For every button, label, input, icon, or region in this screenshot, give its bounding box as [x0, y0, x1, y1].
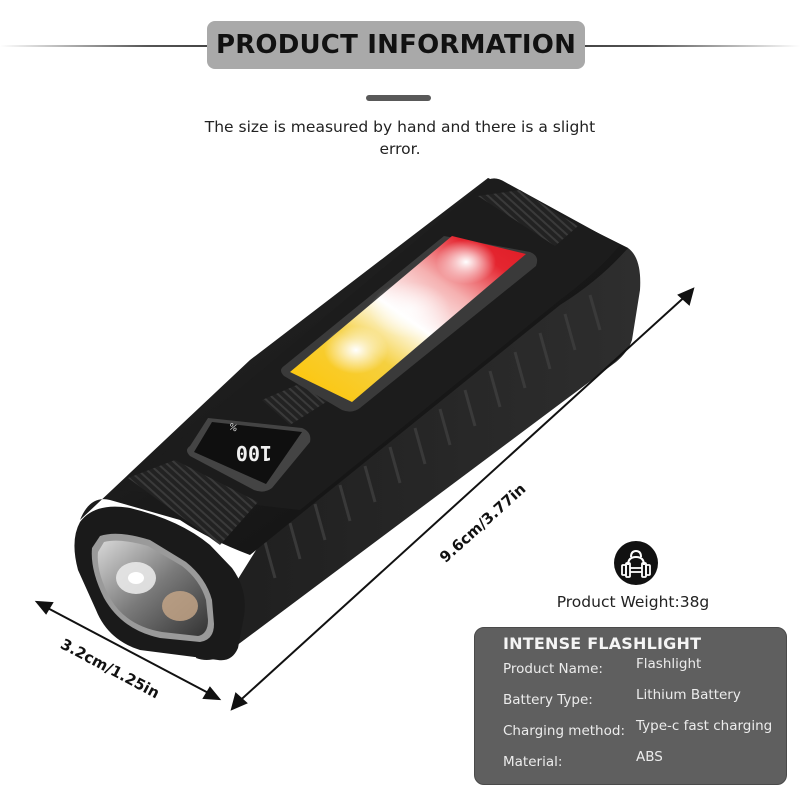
title-banner: PRODUCT INFORMATION — [207, 21, 585, 69]
spec-row-battery-type: Battery Type: Lithium Battery — [503, 687, 786, 719]
spec-row-product-name: Product Name: Flashlight — [503, 656, 786, 688]
spec-card: INTENSE FLASHLIGHT Product Name: Flashli… — [474, 627, 787, 785]
measurement-note: The size is measured by hand and there i… — [204, 118, 596, 158]
spec-value: Flashlight — [636, 656, 702, 672]
svg-text:%: % — [228, 420, 240, 432]
spec-row-charging-method: Charging method: Type-c fast charging — [503, 718, 786, 750]
spec-key: Material: — [503, 754, 563, 770]
page-title: PRODUCT INFORMATION — [215, 30, 577, 60]
spec-key: Charging method: — [503, 723, 625, 739]
spec-key: Battery Type: — [503, 692, 593, 708]
title-divider-right — [582, 45, 800, 47]
spec-value: Type-c fast charging — [636, 718, 773, 734]
title-divider-left — [0, 45, 210, 47]
spec-row-material: Material: ABS — [503, 749, 786, 781]
spec-card-title: INTENSE FLASHLIGHT — [503, 634, 702, 653]
dumbbell-weight-icon — [614, 541, 658, 585]
spec-key: Product Name: — [503, 661, 603, 677]
title-underbar — [366, 95, 431, 101]
battery-display-reading: 100 — [236, 441, 272, 465]
spec-value: ABS — [636, 749, 663, 765]
spec-value: Lithium Battery — [636, 687, 741, 703]
product-weight-label: Product Weight:38g — [556, 593, 710, 611]
